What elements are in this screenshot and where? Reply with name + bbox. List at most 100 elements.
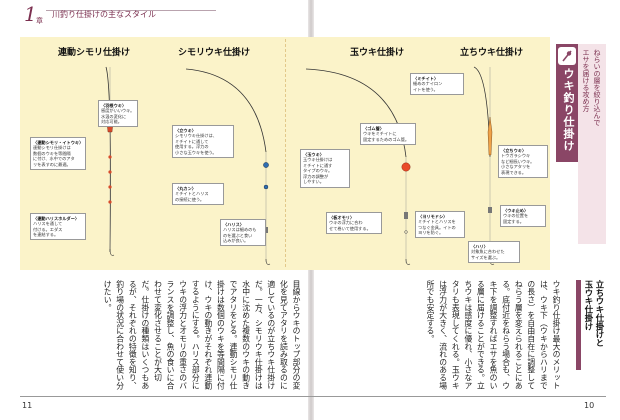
callout-head: 〈立ウキ〉 [175,127,196,133]
callout-marukan: 〈丸カン〉 ミチイトとハリス の接続に使う。 [172,183,224,205]
callout-plate-sinker: 〈板オモリ〉 ウキの浮力に合わ せて巻いて使用する。 [326,212,382,234]
callout-michi-ito: 〈ミチイト〉 細めのナイロン イトを使う。 [410,73,464,95]
callout-head: 〈立ちウキ〉 [501,147,527,153]
callout-line: せて巻いて使用する。 [329,225,371,231]
rig-1-bead-2 [108,170,112,174]
callout-line: 玉ウキ仕掛けは [303,157,333,163]
callout-line: 対応可能。 [101,119,122,125]
callout-line: 込みが良い。 [223,238,249,244]
callout-tachi-float: 〈立ちウキ〉 トウガラシウキ など細長いウキ。 小さなアタリを 表現できる。 [498,145,548,178]
callout-line: の接続に使う。 [175,196,205,202]
callout-line: ウキをミチイトに [363,131,397,137]
callout-line: ハリスを通して [33,221,63,227]
rig-1-bead-4 [108,200,112,204]
header-rule [46,10,216,11]
callout-line: 固定するためのゴム管。 [363,136,410,142]
chapter-suffix: 章 [36,17,43,25]
callout-line: など細長いウキ。 [501,158,535,164]
rig-1-hook [109,248,115,256]
page-number-left: 11 [22,401,33,410]
callout-line: 浮力の調整が [303,173,329,179]
callout-rubber-tube: 〈ゴム管〉 ウキをミチイトに 固定するためのゴム管。 [360,123,416,145]
rig-3-tama-float [401,162,411,172]
section-heading-line: 玉ウキ仕掛け [584,280,594,331]
callout-head: 〈ウキ止め〉 [503,207,529,213]
callout-line: タイプのウキ。 [303,168,333,174]
callout-head: 〈ヨリモドシ〉 [418,213,448,219]
rig-title-renmon-shimori: 連動シモリ仕掛け [58,48,131,58]
rig-3-sinker [404,212,408,219]
rig-1-drawing [105,66,115,256]
callout-line: シモリウキ仕掛けは、 [175,133,217,139]
rig-2-drawing [185,68,271,265]
callout-line: 表現できる。 [501,169,527,175]
chapter-number: 1 [24,2,37,26]
callout-uki-stopper: 〈ウキ止め〉 ウキの位置を 固定する。 [500,205,546,227]
section-heading-line: 立ちウキ仕掛けと [595,280,605,348]
rig-3-swivel [404,230,408,234]
callout-head: 〈羽根ウキ〉 [101,102,127,108]
page-number-right: 10 [584,401,595,410]
section-heading: 立ちウキ仕掛けと 玉ウキ仕掛け [583,280,605,370]
rig-4-sinker [488,207,492,213]
callout-line: 固定する。 [503,218,524,224]
callout-line: ミチイトに通す [303,162,333,168]
rig-4-drawing [473,66,495,265]
section-heading-box: 立ちウキ仕掛けと 玉ウキ仕掛け [571,280,605,370]
callout-line: のを選ぶと食い [223,232,253,238]
callout-line: ミチイトとハリスを [418,219,456,225]
callout-line: 数個のウキを等間隔 [33,150,71,156]
banner-subtitle-line: エサを届ける攻め方 [582,49,590,112]
callout-line: サイズを選ぶ。 [471,254,501,260]
callout-line: 細めのナイロン [413,81,443,87]
rig-1-bead-3 [108,185,112,189]
rig-3-hook [405,258,411,265]
callout-line: 小さな玉ウキを使う。 [175,149,217,155]
callout-line: 水温の変化に [101,113,127,119]
footer-rule [20,396,606,397]
callout-feather-float: 〈羽根ウキ〉 感度がいいウキ。 水温の変化に 対応可能。 [98,100,138,128]
callout-line: トウガラシウキ [501,153,531,159]
rig-4-rod [473,66,491,158]
page-title: 川釣り仕掛けの主なスタイル [52,10,156,19]
callout-head: 〈ハリス〉 [223,221,244,227]
callout-line: 感度がいいウキ。 [101,108,135,114]
banner-title: ウキ釣り仕掛け [562,68,575,152]
banner-title-box: ウキ釣り仕掛け [556,44,578,162]
float-icon [558,47,576,65]
callout-line: 小さなアタリを [501,164,531,170]
callout-line: イトを使う。 [413,86,438,92]
callout-line: ウキの浮力に合わ [329,220,363,226]
callout-line: ミチイトに通して [175,138,209,144]
callout-head: 〈連動ハリスホルダー〉 [33,215,80,221]
callout-line: 連動シモリ仕掛けは [33,145,71,151]
rig-4-standing-float [487,116,493,156]
rig-1-bead-1 [108,155,112,159]
banner-subtitle-line: ねらいの層を絞り込んで [593,49,601,126]
rig-2-hook [265,258,271,265]
banner-subtitle: ねらいの層を絞り込んで エサを届ける攻め方 [580,49,602,239]
callout-head: 〈ハリ〉 [471,243,488,249]
banner-subtitle-box: ねらいの層を絞り込んで エサを届ける攻め方 [578,44,606,244]
rig-title-shimori-uki: シモリウキ仕掛け [178,48,251,58]
callout-head: 〈ゴム管〉 [363,125,384,131]
float-icon-graphic [562,50,572,62]
callout-line: リを表すのに最適。 [33,161,71,167]
rig-drawings [105,66,495,265]
callout-line: 使用する。浮力の [175,144,209,150]
callout-harris: 〈ハリス〉 ハリスは細めのも のを選ぶと食い 込みが良い。 [220,219,266,247]
callout-tama-float: 〈玉ウキ〉 玉ウキ仕掛けは ミチイトに通す タイプのウキ。 浮力の調整が しやす… [300,149,350,188]
body-text-right-page: ウキ釣り仕掛け最大のメリットは、ウキ下（ウキからハリまでの長さ）を自由自在に調整… [426,280,561,390]
panel-divider [285,39,286,267]
callout-line: 対象魚に合わせた [471,249,505,255]
callout-line: 付ける。エダス [33,226,63,232]
callout-harris-holder: 〈連動ハリスホルダー〉 ハリスを通して 付ける。エダス を連結する。 [30,213,86,241]
callout-line: ウキの位置を [503,213,529,219]
rig-title-tama-uki: 玉ウキ仕掛け [350,48,405,58]
callout-line: ヨリを防ぐ。 [418,230,444,236]
callout-head: 〈板オモリ〉 [329,214,355,220]
callout-head: 〈玉ウキ〉 [303,151,324,157]
callout-line: に付け、水中でのアタ [33,156,75,162]
callout-line: を連結する。 [33,232,59,238]
